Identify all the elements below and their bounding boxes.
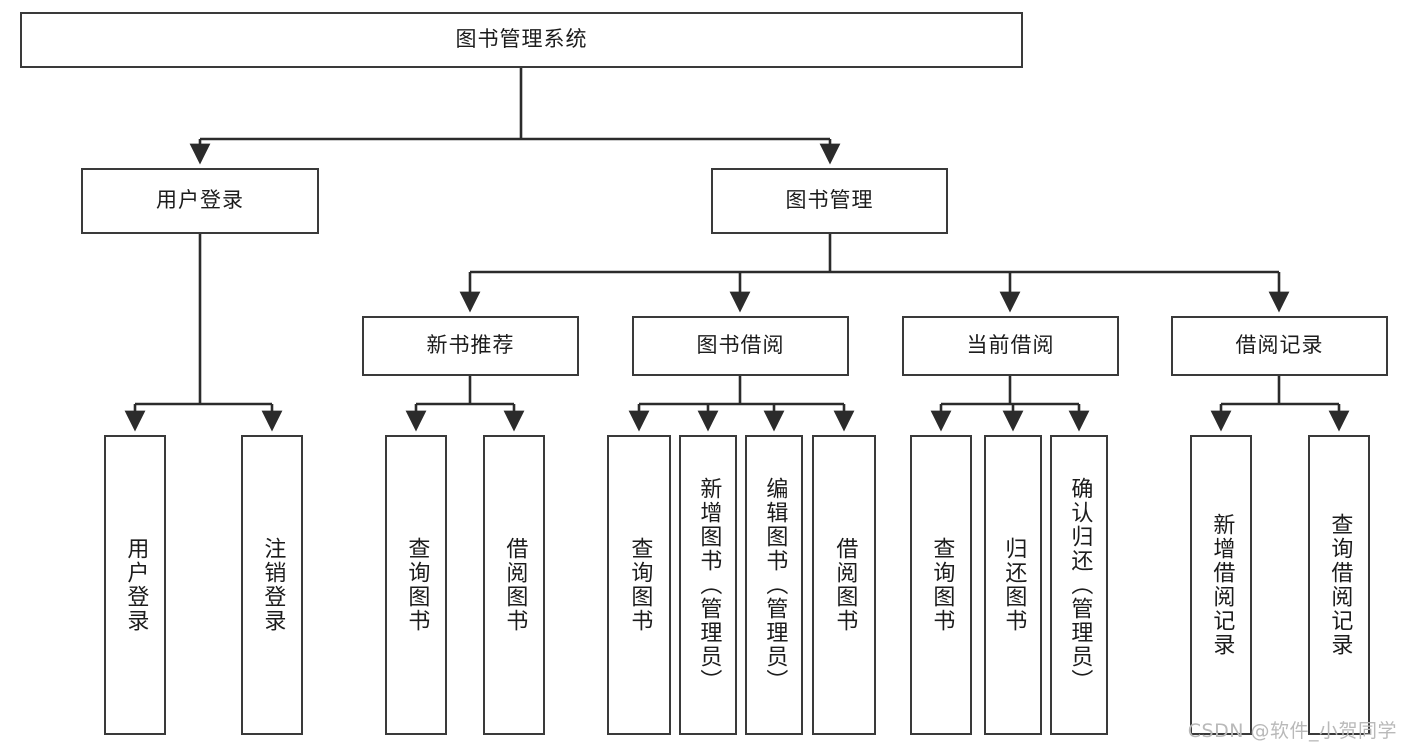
leaf-user-logout[interactable]: 注销登录 [241,435,303,735]
leaf-add-book-admin[interactable]: 新增图书（管理员） [679,435,737,735]
leaf-return-book[interactable]: 归还图书 [984,435,1042,735]
node-label: 借阅记录 [1235,333,1324,358]
node-label: 确认归还（管理员） [1067,477,1093,693]
node-label: 图书管理 [785,188,874,213]
node-label: 新增图书（管理员） [696,477,722,693]
node-label: 查询图书 [404,537,430,633]
leaf-edit-book-admin[interactable]: 编辑图书（管理员） [745,435,803,735]
node-label: 新增借阅记录 [1209,513,1235,657]
node-borrow-record[interactable]: 借阅记录 [1171,316,1388,376]
node-book-management[interactable]: 图书管理 [711,168,948,234]
node-label: 查询图书 [929,537,955,633]
leaf-user-login[interactable]: 用户登录 [104,435,166,735]
node-current-borrow[interactable]: 当前借阅 [902,316,1119,376]
node-label: 归还图书 [1001,537,1027,633]
node-book-borrow[interactable]: 图书借阅 [632,316,849,376]
node-book-management-system[interactable]: 图书管理系统 [20,12,1023,68]
leaf-add-borrow-record[interactable]: 新增借阅记录 [1190,435,1252,735]
leaf-query-borrow-record[interactable]: 查询借阅记录 [1308,435,1370,735]
leaf-borrow-book[interactable]: 借阅图书 [812,435,876,735]
node-label: 查询图书 [627,537,653,633]
leaf-query-book-recommendation[interactable]: 查询图书 [385,435,447,735]
node-label: 当前借阅 [966,333,1055,358]
node-new-book-recommendation[interactable]: 新书推荐 [362,316,579,376]
node-label: 借阅图书 [502,537,528,633]
node-label: 图书借阅 [696,333,785,358]
leaf-borrow-book-recommendation[interactable]: 借阅图书 [483,435,545,735]
leaf-confirm-return-admin[interactable]: 确认归还（管理员） [1050,435,1108,735]
node-user-login[interactable]: 用户登录 [81,168,319,234]
watermark: CSDN @软件_小贺同学 [1187,720,1397,742]
node-label: 编辑图书（管理员） [762,477,788,693]
node-label: 用户登录 [123,537,149,633]
leaf-query-book-current[interactable]: 查询图书 [910,435,972,735]
node-label: 用户登录 [156,188,244,213]
node-label: 查询借阅记录 [1327,513,1353,657]
node-label: 图书管理系统 [455,27,588,52]
leaf-query-book-borrow[interactable]: 查询图书 [607,435,671,735]
node-label: 借阅图书 [832,537,858,633]
node-label: 注销登录 [260,537,286,633]
node-label: 新书推荐 [426,333,515,358]
